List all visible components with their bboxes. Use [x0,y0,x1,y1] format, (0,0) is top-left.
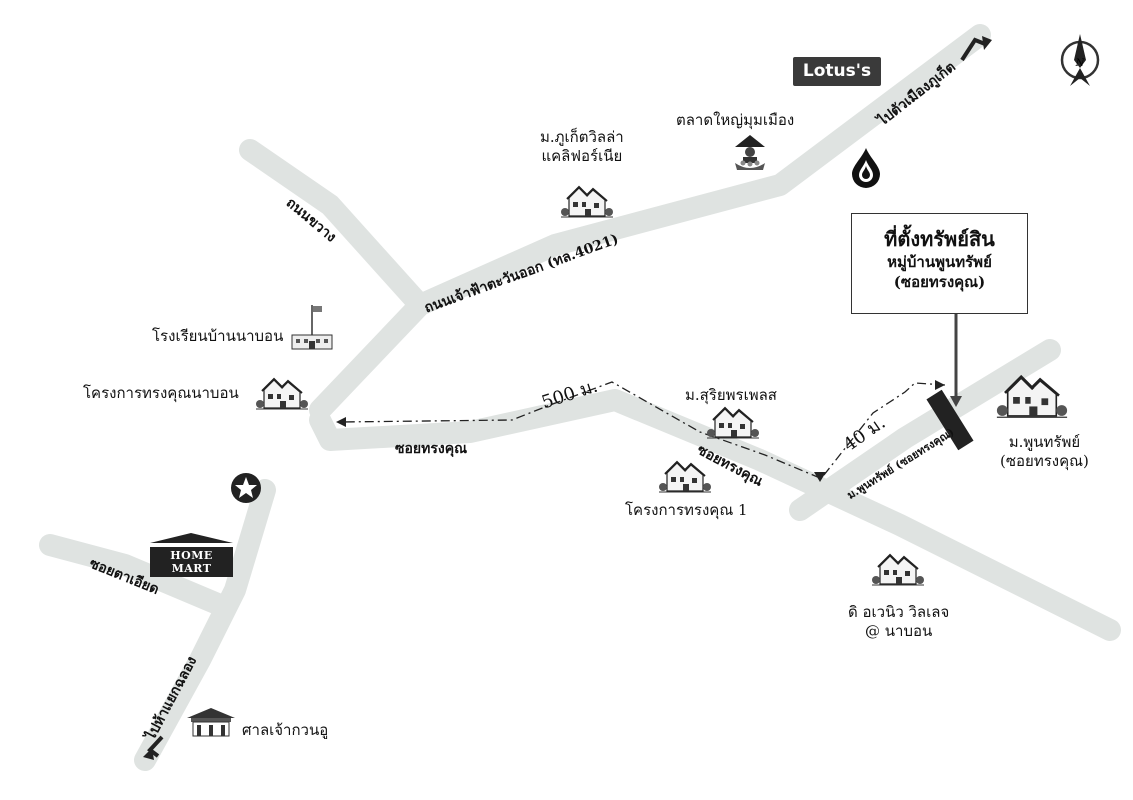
property-subtitle-2: (ซอยทรงคุณ) [893,273,986,292]
place-school: โรงเรียนบ้านนาบอน [152,327,284,345]
compass-icon: N [1060,34,1100,86]
homemart-logo: HOME MART [150,528,233,577]
place-shrine: ศาลเจ้ากวนอู [242,721,329,739]
road-south [134,479,276,771]
property-subtitle: หมู่บ้านพูนทรัพย์ [887,253,992,271]
road-taiad [39,534,231,616]
place-avenue-line1: ดิ อเวนิว วิลเลจ [848,603,950,621]
place-avenue-line2: @ นาบอน [865,621,933,640]
place-songkhun-nabon: โครงการทรงคุณนาบอน [83,384,239,402]
homemart-label: HOME MART [150,547,233,577]
school-icon [291,305,333,350]
route-path [339,381,946,481]
market-vendor-icon [735,135,765,170]
place-phuket-villa: ม.ภูเก็ตวิลล่า แคลิฟอร์เนีย [540,128,624,166]
place-poonsap-line1: ม.พูนทรัพย์ [1008,433,1081,451]
homemart-roof-icon [150,533,233,543]
place-suriyaporn: ม.สุริยพรเพลส [685,386,777,404]
place-phuket-villa-line2: แคลิฟอร์เนีย [541,146,623,165]
gas-station-icon [852,148,880,188]
shrine-icon [187,708,235,737]
lotus-logo: Lotus's [793,57,881,86]
place-market: ตลาดใหญ่มุมเมือง [676,111,795,129]
property-pointer-head [950,396,962,407]
road-label-songkhun: ซอยทรงคุณ [395,441,468,457]
arrow-to-phuket-head [982,36,992,50]
road-chaofa [309,24,991,421]
place-avenue-village: ดิ อเวนิว วิลเลจ @ นาบอน [848,603,949,641]
road-khwang [239,139,431,316]
house-icon [871,554,925,586]
house-icon [706,407,760,439]
place-songkhun-1: โครงการทรงคุณ 1 [625,501,748,519]
property-title: ที่ตั้งทรัพย์สิน [884,227,995,251]
arrow-to-chalong-head [143,748,154,760]
house-icon [658,461,712,493]
place-poonsap-line2: (ซอยทรงคุณ) [1000,451,1089,470]
road-poonsap [789,339,1061,521]
roads [39,24,1121,771]
arrow-to-phuket-icon [960,37,986,62]
property-marker [926,389,974,451]
star-logo-icon [231,473,261,503]
route-arrowheads [336,380,945,482]
road-songkhun [309,389,1121,641]
place-poonsap: ม.พูนทรัพย์ (ซอยทรงคุณ) [1000,433,1089,471]
place-phuket-villa-line1: ม.ภูเก็ตวิลล่า [540,128,624,146]
property-callout: ที่ตั้งทรัพย์สิน หมู่บ้านพูนทรัพย์ (ซอยท… [851,213,1028,314]
compass-north-label: N [1075,58,1086,69]
house-icon [560,186,614,218]
house-icon [255,378,309,410]
